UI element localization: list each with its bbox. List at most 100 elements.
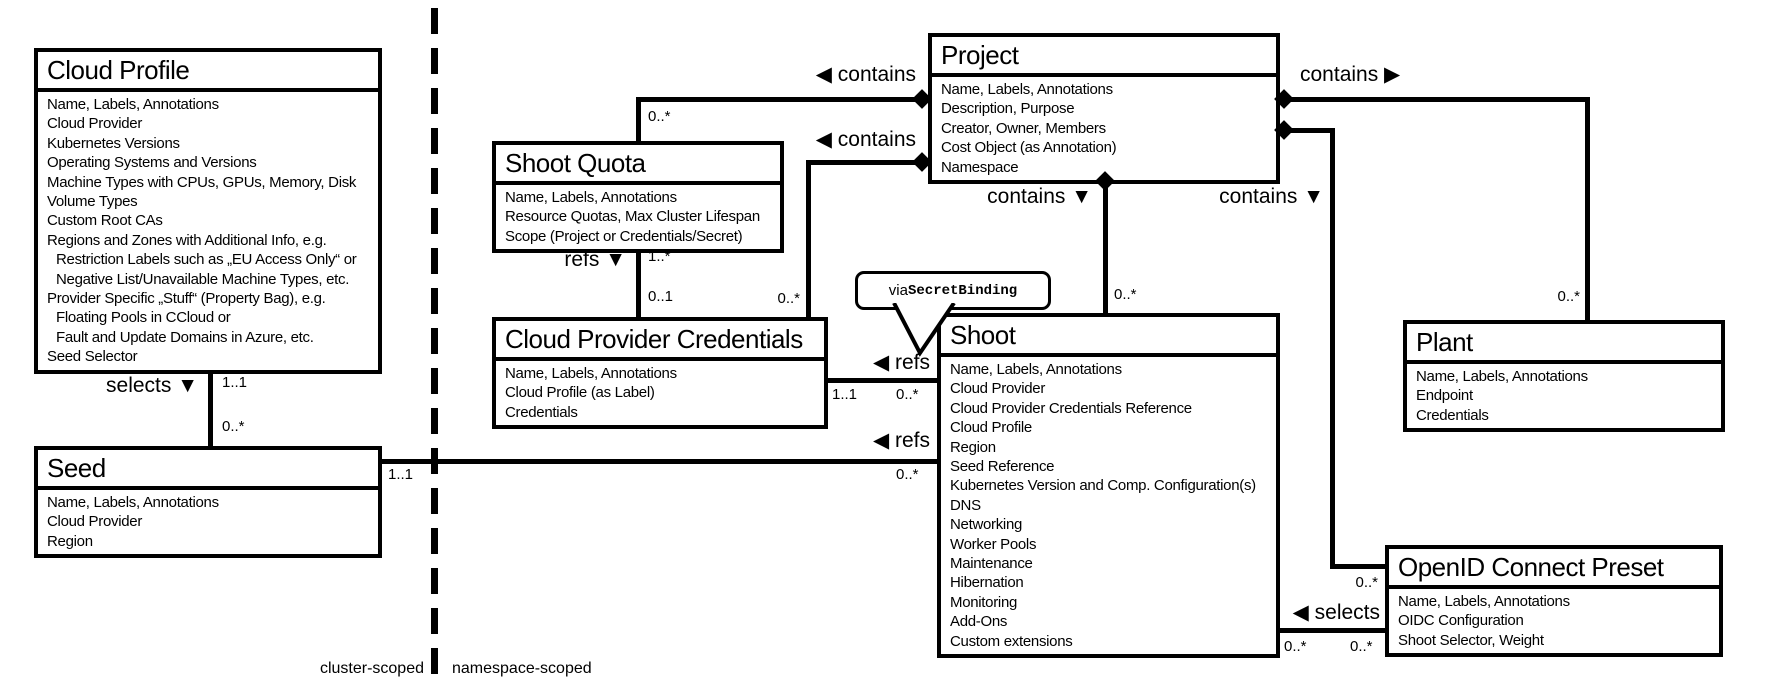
attribute-row: Namespace bbox=[941, 158, 1019, 176]
multiplicity: 1..* bbox=[648, 248, 671, 265]
multiplicity: 0..* bbox=[1355, 574, 1378, 591]
label-shoot-refs-seed: ◀ refs bbox=[873, 429, 930, 452]
callout-tail bbox=[892, 303, 956, 357]
line-project-contains-plant-h bbox=[1283, 97, 1590, 102]
attribute-row: Add-Ons bbox=[950, 613, 1008, 631]
line-project-contains-quota-v bbox=[636, 97, 641, 145]
multiplicity: 1..1 bbox=[388, 466, 414, 483]
attribute-row: Scope (Project or Credentials/Secret) bbox=[505, 227, 743, 245]
seed-title: Seed bbox=[38, 450, 378, 490]
attribute-row: Endpoint bbox=[1416, 387, 1473, 405]
entity-shoot: Shoot Name, Labels, Annotations Cloud Pr… bbox=[937, 313, 1280, 659]
attribute-row: Seed Selector bbox=[47, 348, 138, 366]
entity-plant: Plant Name, Labels, Annotations Endpoint… bbox=[1403, 320, 1725, 433]
attribute-row: Name, Labels, Annotations bbox=[505, 189, 677, 206]
label-project-contains-oidc: contains ▼ bbox=[1219, 185, 1324, 208]
attribute-row: Kubernetes Version and Comp. Configurati… bbox=[950, 477, 1256, 495]
entity-project: Project Name, Labels, Annotations Descri… bbox=[928, 33, 1280, 185]
shoot-quota-attributes: Name, Labels, Annotations Resource Quota… bbox=[496, 185, 780, 249]
attribute-row: Region bbox=[950, 438, 996, 456]
attribute-row: Restriction Labels such as „EU Access On… bbox=[56, 251, 357, 269]
attribute-row: Monitoring bbox=[950, 593, 1018, 611]
attribute-row: Name, Labels, Annotations bbox=[1416, 368, 1588, 385]
multiplicity: 0..1 bbox=[648, 288, 674, 305]
attribute-row: Credentials bbox=[505, 403, 578, 421]
attribute-row: Name, Labels, Annotations bbox=[505, 365, 677, 382]
multiplicity: 0..* bbox=[896, 386, 919, 403]
scope-divider-dashed-line bbox=[431, 8, 438, 684]
scope-label-cluster: cluster-scoped bbox=[319, 660, 424, 677]
line-project-contains-oidc-v bbox=[1330, 128, 1335, 569]
attribute-row: Name, Labels, Annotations bbox=[47, 96, 219, 113]
callout-prefix: via bbox=[888, 282, 908, 299]
label-project-contains-plant: contains ▶ bbox=[1300, 63, 1401, 86]
line-quota-refs-credentials bbox=[636, 245, 641, 320]
attribute-row: Shoot Selector, Weight bbox=[1398, 631, 1544, 649]
seed-attributes: Name, Labels, Annotations Cloud Provider… bbox=[38, 490, 378, 554]
project-title: Project bbox=[932, 37, 1276, 77]
attribute-row: Name, Labels, Annotations bbox=[950, 361, 1122, 378]
attribute-row: Fault and Update Domains in Azure, etc. bbox=[56, 328, 314, 346]
attribute-row: Provider Specific „Stuff“ (Property Bag)… bbox=[47, 290, 326, 308]
multiplicity: 0..* bbox=[777, 290, 800, 307]
line-project-contains-shoot bbox=[1103, 172, 1108, 316]
cloud-provider-credentials-title: Cloud Provider Credentials bbox=[496, 321, 824, 361]
shoot-quota-title: Shoot Quota bbox=[496, 145, 780, 185]
attribute-row: Cloud Provider bbox=[47, 513, 143, 531]
line-project-contains-oidc-h2 bbox=[1330, 564, 1388, 569]
entity-cloud-provider-credentials: Cloud Provider Credentials Name, Labels,… bbox=[492, 317, 828, 430]
attribute-row: Maintenance bbox=[950, 555, 1033, 573]
label-shoot-refs-credentials: ◀ refs bbox=[873, 351, 930, 374]
label-project-contains-shoot: contains ▼ bbox=[987, 185, 1092, 208]
plant-attributes: Name, Labels, Annotations Endpoint Crede… bbox=[1407, 364, 1721, 428]
attribute-row: Cloud Provider bbox=[950, 380, 1046, 398]
attribute-row: Name, Labels, Annotations bbox=[47, 494, 219, 511]
line-project-contains-oidc-h1 bbox=[1283, 128, 1333, 133]
attribute-row: Custom extensions bbox=[950, 632, 1073, 650]
attribute-row: Machine Types with CPUs, GPUs, Memory, D… bbox=[47, 173, 357, 191]
attribute-row: Resource Quotas, Max Cluster Lifespan bbox=[505, 208, 760, 226]
attribute-row: DNS bbox=[950, 496, 981, 514]
attribute-row: Kubernetes Versions bbox=[47, 134, 180, 152]
attribute-row: Cloud Profile (as Label) bbox=[505, 384, 655, 402]
multiplicity: 0..* bbox=[896, 466, 919, 483]
multiplicity: 0..* bbox=[1284, 638, 1307, 655]
attribute-row: Regions and Zones with Additional Info, … bbox=[47, 231, 327, 249]
cloud-profile-title: Cloud Profile bbox=[38, 52, 378, 92]
openid-connect-preset-attributes: Name, Labels, Annotations OIDC Configura… bbox=[1389, 589, 1719, 653]
label-oidc-selects-shoot: ◀ selects bbox=[1292, 601, 1380, 624]
entity-seed: Seed Name, Labels, Annotations Cloud Pro… bbox=[34, 446, 382, 559]
label-project-contains-quota: ◀ contains bbox=[815, 63, 916, 86]
label-project-contains-credentials: ◀ contains bbox=[815, 128, 916, 151]
shoot-attributes: Name, Labels, Annotations Cloud Provider… bbox=[941, 357, 1276, 654]
line-project-contains-plant-v bbox=[1585, 97, 1590, 323]
label-quota-refs-credentials: refs ▼ bbox=[564, 248, 626, 271]
multiplicity: 0..* bbox=[222, 418, 245, 435]
line-project-contains-credentials-h bbox=[806, 160, 924, 165]
callout-code: SecretBinding bbox=[907, 282, 1018, 299]
multiplicity: 0..* bbox=[1350, 638, 1373, 655]
attribute-row: Name, Labels, Annotations bbox=[1398, 593, 1570, 610]
line-project-contains-credentials-v bbox=[806, 160, 811, 320]
entity-shoot-quota: Shoot Quota Name, Labels, Annotations Re… bbox=[492, 141, 784, 254]
line-profile-selects-seed bbox=[208, 366, 213, 448]
line-shoot-refs-seed bbox=[380, 459, 940, 464]
plant-title: Plant bbox=[1407, 324, 1721, 364]
attribute-row: Volume Types bbox=[47, 193, 138, 211]
multiplicity: 0..* bbox=[648, 108, 671, 125]
attribute-row: Creator, Owner, Members bbox=[941, 119, 1106, 137]
attribute-row: Negative List/Unavailable Machine Types,… bbox=[56, 270, 350, 288]
shoot-title: Shoot bbox=[941, 317, 1276, 357]
entity-openid-connect-preset: OpenID Connect Preset Name, Labels, Anno… bbox=[1385, 545, 1723, 658]
attribute-row: Cloud Provider bbox=[47, 115, 143, 133]
attribute-row: Region bbox=[47, 532, 93, 550]
attribute-row: Description, Purpose bbox=[941, 100, 1075, 118]
attribute-row: Hibernation bbox=[950, 574, 1024, 592]
attribute-row: Cloud Provider Credentials Reference bbox=[950, 399, 1192, 417]
attribute-row: Cloud Profile bbox=[950, 419, 1032, 437]
cloud-profile-attributes: Name, Labels, Annotations Cloud Provider… bbox=[38, 92, 378, 370]
scope-label-namespace: namespace-scoped bbox=[452, 660, 592, 677]
multiplicity: 0..* bbox=[1557, 288, 1580, 305]
attribute-row: Floating Pools in CCloud or bbox=[56, 309, 231, 327]
